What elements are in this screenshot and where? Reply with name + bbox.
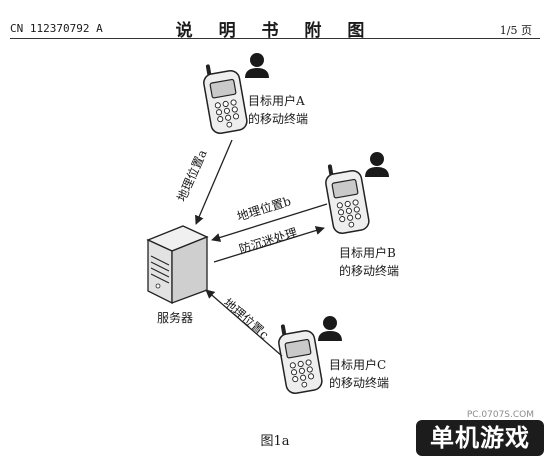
page-title: 说 明 书 附 图 [175, 21, 375, 41]
watermark-url: PC.0707S.COM [466, 410, 534, 420]
user-c-label-line1: 目标用户C [329, 358, 387, 372]
user-b-label-line2: 的移动终端 [339, 264, 400, 278]
user-icon [365, 152, 389, 177]
user-b-label-line1: 目标用户B [339, 246, 396, 260]
patent-number: CN 112370792 A [10, 22, 103, 35]
watermark-logo: 单机游戏 [416, 420, 544, 456]
user-a-label-line2: 的移动终端 [248, 112, 309, 126]
user-icon [318, 316, 342, 341]
arrow-icon [213, 226, 325, 263]
user-c-label-line2: 的移动终端 [329, 376, 390, 390]
figure-caption: 图1a [260, 434, 290, 449]
page-number: 1/5 页 [499, 24, 532, 37]
arrow-icon [205, 289, 283, 357]
user-a-label-line1: 目标用户A [248, 94, 305, 108]
header-divider [10, 38, 540, 39]
server-label: 服务器 [157, 311, 194, 325]
mobile-phone-icon [199, 59, 251, 137]
user-b-label: 目标用户B 的移动终端 [339, 244, 399, 280]
arrow-icon [211, 203, 328, 242]
mobile-phone-icon [274, 319, 326, 397]
user-c-label: 目标用户C 的移动终端 [329, 356, 389, 392]
server-icon [146, 225, 209, 305]
mobile-phone-icon [321, 159, 373, 237]
user-icon [245, 53, 269, 78]
arrow-icon [195, 139, 233, 225]
user-a-label: 目标用户A 的移动终端 [248, 92, 308, 128]
